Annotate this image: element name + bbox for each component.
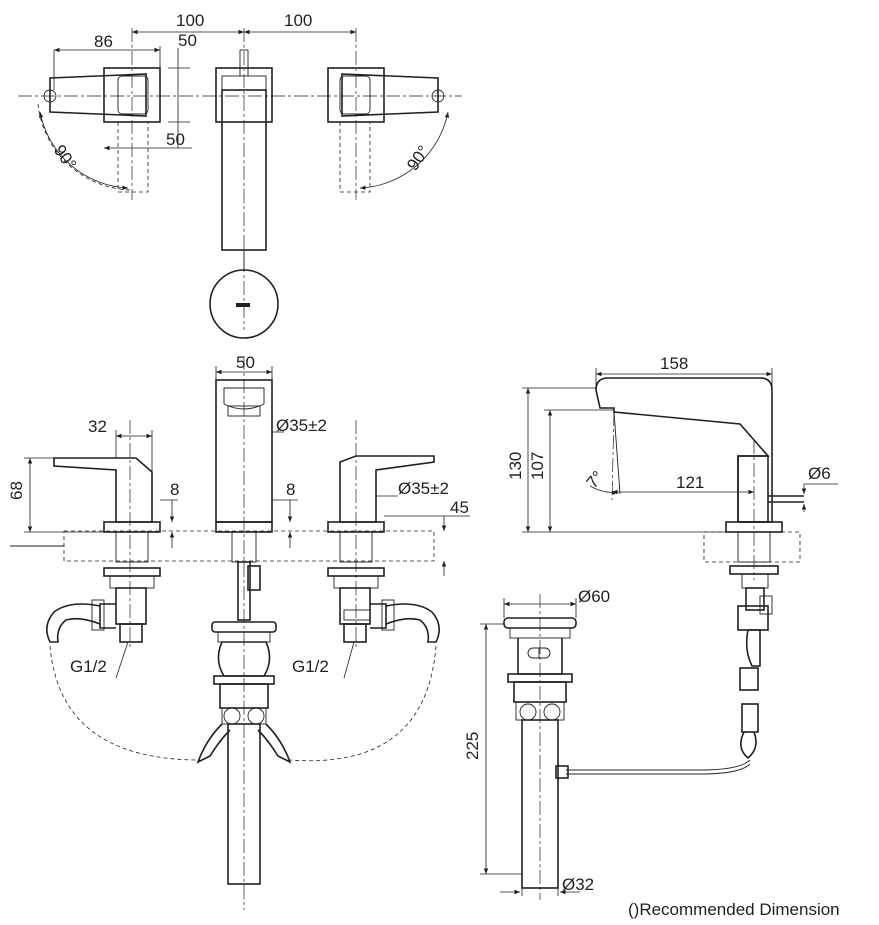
dim-225: 225 [463, 732, 482, 760]
dim-g12-right: G1/2 [292, 657, 329, 676]
dim-g12-left: G1/2 [70, 657, 107, 676]
dim-100-right: 100 [284, 11, 312, 30]
top-plan-view [18, 28, 462, 339]
recommended-dimension-note: ()Recommended Dimension [628, 900, 840, 919]
dim-90-right: 90° [403, 142, 433, 174]
dim-7deg: 7° [583, 467, 608, 492]
dim-130: 130 [506, 452, 525, 480]
dim-8-left: 8 [170, 480, 179, 499]
side-elevation-view [522, 368, 838, 779]
dim-90-left: 90° [50, 141, 80, 173]
dim-107: 107 [528, 452, 547, 480]
dim-35-right: Ø35±2 [398, 479, 449, 498]
dim-32-pipe: Ø32 [562, 875, 594, 894]
dim-45: 45 [450, 498, 469, 517]
dim-50-spout: 50 [236, 353, 255, 372]
dim-158: 158 [660, 354, 688, 373]
dim-32: 32 [88, 417, 107, 436]
drain-detail-view [480, 594, 580, 900]
front-elevation-view [10, 356, 470, 910]
dim-68: 68 [7, 481, 26, 500]
dim-6: Ø6 [808, 464, 831, 483]
dim-8-right: 8 [286, 480, 295, 499]
dim-100-left: 100 [176, 11, 204, 30]
dim-60: Ø60 [578, 587, 610, 606]
dim-35-center: Ø35±2 [276, 416, 327, 435]
dim-50-top: 50 [178, 31, 197, 50]
dim-86: 86 [94, 32, 113, 51]
dim-50-side: 50 [166, 130, 185, 149]
dim-121: 121 [676, 473, 704, 492]
